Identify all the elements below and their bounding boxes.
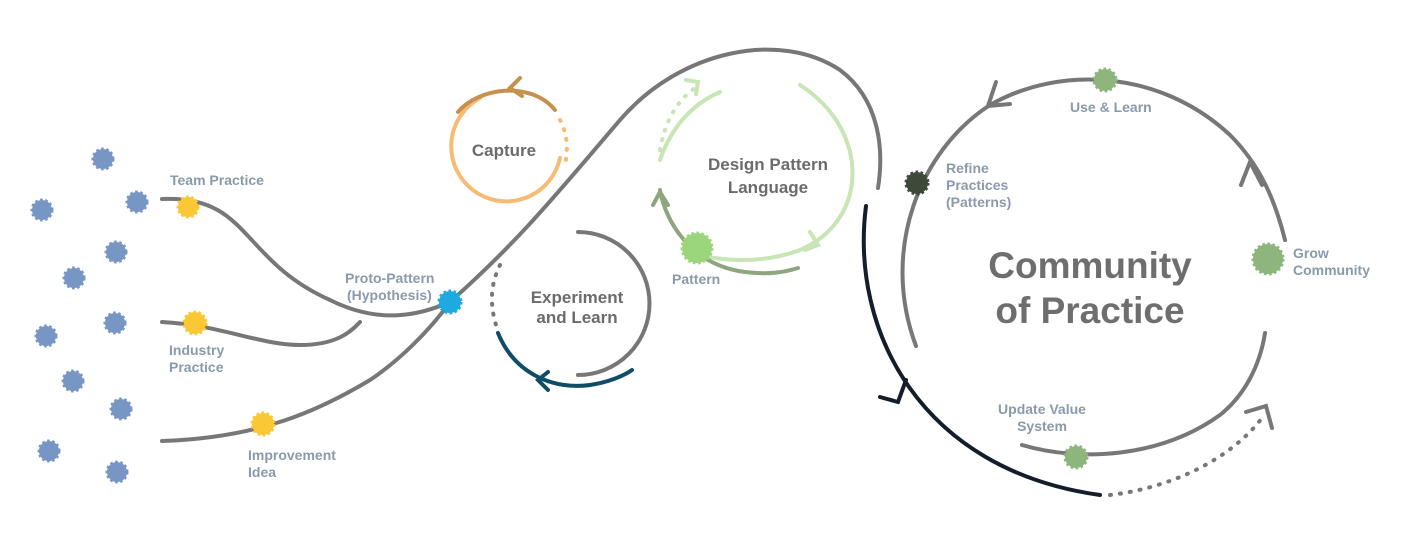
industry-practice-node [182,310,208,336]
proto-pattern-label-1: Proto-Pattern [345,270,434,286]
team-practice-label: Team Practice [170,172,264,188]
team-practice-node [176,195,200,219]
design-arrowhead-left [651,187,670,207]
community-dotted-arc [1108,416,1264,497]
source-node-11 [105,460,129,484]
proto-pattern-node [437,289,463,315]
update-value-label-2: System [1017,418,1067,434]
design-pattern-language-label-2: Language [728,178,808,197]
source-node-3 [30,198,54,222]
community-arrowhead-bottom-right [1244,403,1274,430]
proto-pattern-label-2: (Hypothesis) [347,287,432,303]
source-node-7 [103,311,127,335]
industry-practice-label-2: Practice [169,359,224,375]
design-arc-bottom [658,188,800,276]
use-learn-node [1092,67,1118,93]
source-node-8 [61,369,85,393]
design-arc [698,83,855,262]
main-flow-curve [448,47,883,304]
community-arrowhead-top-right [1239,157,1264,187]
grow-label-1: Grow [1293,245,1329,261]
community-inner-bottom-arc [1020,331,1267,457]
source-node-9 [109,397,133,421]
experiment-label-2: and Learn [536,308,617,327]
refine-practices-node [904,170,930,196]
source-node-4 [104,240,128,264]
capture-label: Capture [472,141,536,160]
community-title-2: of Practice [995,290,1184,331]
design-dotted-arc [658,86,697,152]
refine-label-1: Refine [946,160,989,176]
community-arrowhead-left [878,378,908,405]
capture-arrowhead [506,76,524,98]
source-node-1 [91,147,115,171]
experiment-arrowhead [535,370,550,392]
use-learn-label: Use & Learn [1070,99,1152,115]
experiment-arc-dark [496,331,634,388]
capture-dotted-arc [558,118,569,167]
community-big-arc [861,204,1102,497]
pattern-node [680,231,714,265]
refine-label-2: Practices [946,177,1008,193]
community-title-1: Community [988,245,1192,286]
update-value-label-1: Update Value [998,401,1086,417]
source-node-5 [62,266,86,290]
design-arc-left [658,90,722,162]
grow-community-node [1251,242,1285,276]
experiment-arc [576,230,652,377]
pattern-label: Pattern [672,271,720,287]
grow-label-2: Community [1293,262,1370,278]
design-pattern-language-label-1: Design Pattern [708,155,828,174]
improvement-idea-curve [160,300,452,443]
community-inner-top-arc [900,77,1287,348]
improvement-idea-node [250,411,276,437]
industry-practice-label-1: Industry [169,342,224,358]
capture-arc-top [456,88,557,114]
design-arrowhead-right [803,230,821,252]
design-arrowhead-top [684,78,701,96]
capture-arc [449,96,562,204]
experiment-label-1: Experiment [531,288,624,307]
improvement-idea-label-1: Improvement [248,447,336,463]
refine-label-3: (Patterns) [946,194,1011,210]
update-value-node [1063,444,1089,470]
improvement-idea-label-2: Idea [248,464,276,480]
source-node-10 [37,439,61,463]
experiment-dotted-arc [489,263,502,327]
source-node-2 [125,190,149,214]
community-arrowhead-top-left [985,80,1012,109]
source-node-6 [34,324,58,348]
team-practice-curve [160,196,452,318]
